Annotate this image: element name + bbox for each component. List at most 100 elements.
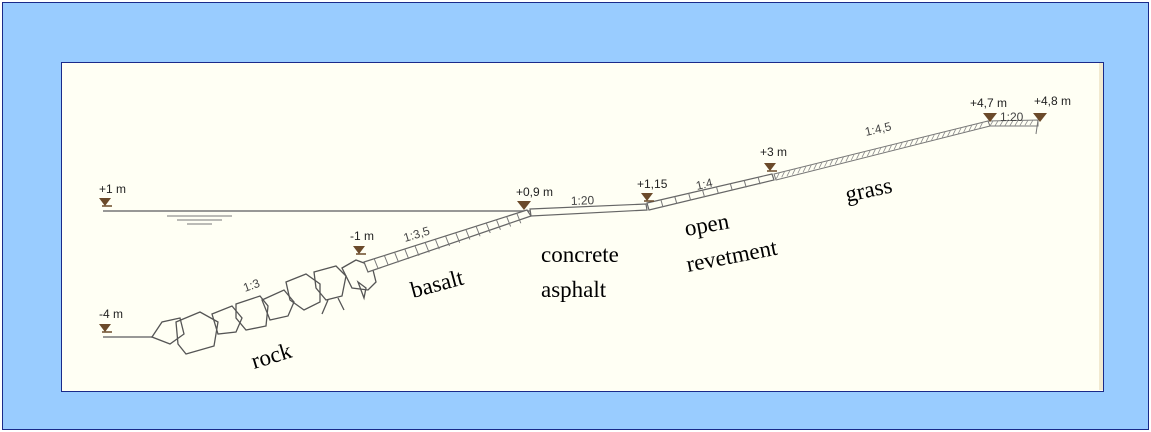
hatch-line: [506, 216, 512, 227]
hatch-line: [888, 144, 893, 152]
hatch-line: [786, 169, 791, 177]
hatch-line: [909, 139, 914, 146]
marker-plus3: [764, 163, 776, 171]
hatch-line: [899, 142, 903, 149]
hatch-line: [729, 183, 733, 191]
hatch-line: [999, 120, 1004, 126]
hatch-line: [674, 196, 678, 204]
level-label-plus3: +3 m: [760, 145, 787, 159]
hatch-line: [1019, 120, 1024, 126]
material-label-grass: grass: [843, 173, 894, 207]
level-label-plus4-7: +4,7 m: [970, 96, 1007, 110]
material-label-asphalt: asphalt: [541, 277, 607, 302]
marker-minus4: [99, 324, 111, 332]
material-label-rock: rock: [248, 338, 295, 374]
hatch-line: [952, 128, 957, 136]
hatch-line: [715, 186, 719, 195]
hatch-line: [957, 127, 962, 134]
basalt-section: [363, 209, 532, 273]
slope-label-crest: 1:20: [1000, 110, 1024, 124]
hatch-line: [904, 140, 909, 148]
level-label-plus0-9: +0,9 m: [516, 185, 553, 199]
hatch-line: [915, 138, 919, 145]
hatch-line: [743, 180, 747, 188]
hatch-line: [893, 143, 898, 150]
hatch-line: [757, 177, 761, 185]
marker-plus4-8: [1033, 113, 1047, 122]
hatch-line: [688, 193, 692, 201]
hatch-line: [1014, 120, 1019, 126]
crest-section: [987, 119, 1039, 135]
panel-edge: [1099, 63, 1103, 390]
hatch-line: [797, 167, 802, 174]
hatch-line: [813, 163, 818, 170]
rock-section: [151, 259, 377, 355]
hatch-line: [920, 136, 925, 144]
hatch-line: [850, 153, 855, 161]
hatch-line: [861, 151, 866, 158]
hatch-line: [455, 232, 461, 243]
marker-plus1-15: [641, 193, 653, 201]
marker-plus0-9: [517, 201, 531, 210]
hatch-line: [968, 124, 973, 132]
hatch-line: [866, 149, 871, 157]
level-markers: [99, 113, 1047, 332]
hatch-line: [1029, 119, 1034, 126]
hatch-line: [495, 219, 501, 230]
material-label-revetment: revetment: [684, 235, 780, 277]
hatch-line: [947, 130, 951, 137]
slope-label-rock: 1:3: [241, 276, 262, 295]
hatch-line: [792, 168, 796, 175]
hatch-line: [802, 165, 807, 173]
hatch-line: [840, 156, 844, 163]
hatch-line: [465, 229, 471, 240]
hatch-line: [925, 135, 930, 142]
hatch-line: [877, 147, 882, 154]
hatch-line: [445, 235, 450, 247]
marker-plus4-7: [983, 113, 997, 122]
hatch-line: [963, 126, 967, 133]
hatch-line: [660, 199, 664, 207]
hatch-line: [404, 248, 410, 260]
level-label-plus1: +1 m: [99, 182, 126, 196]
hatch-line: [475, 226, 481, 237]
level-label-minus1: -1 m: [350, 229, 374, 243]
hatch-line: [936, 132, 941, 140]
hatch-line: [845, 155, 850, 162]
concrete-section: [529, 203, 648, 217]
hatch-line: [1004, 120, 1009, 126]
hatch-line: [808, 164, 812, 171]
marker-minus1: [353, 246, 365, 254]
slope-label-concrete: 1:20: [571, 193, 595, 208]
hatch-line: [829, 159, 834, 166]
material-label-open: open: [683, 208, 732, 240]
hatch-line: [1009, 120, 1014, 126]
hatch-line: [373, 258, 379, 269]
marker-plus1: [99, 198, 111, 206]
hatch-line: [781, 171, 786, 178]
material-label-concrete: concrete: [541, 242, 619, 267]
material-label-basalt: basalt: [408, 265, 467, 303]
water-level: [103, 210, 530, 225]
hatch-line: [834, 157, 839, 165]
hatch-line: [434, 239, 440, 250]
hatch-line: [989, 120, 994, 127]
hatch-line: [485, 222, 491, 234]
hatch-line: [414, 245, 420, 256]
hatch-line: [394, 252, 400, 263]
hatch-line: [702, 189, 706, 198]
hatch-line: [424, 242, 430, 253]
revetment-section: [646, 173, 775, 211]
hatch-line: [941, 131, 946, 138]
hatch-line: [824, 160, 828, 167]
level-label-plus1-15: +1,15: [637, 177, 668, 191]
level-label-minus4: -4 m: [99, 307, 123, 321]
hatch-line: [818, 161, 823, 169]
hatch-line: [994, 120, 999, 127]
level-label-plus4-8: +4,8 m: [1034, 94, 1071, 108]
hatch-line: [931, 134, 935, 141]
hatch-line: [973, 123, 978, 130]
hatch-line: [1024, 119, 1029, 126]
diagram-panel: [61, 62, 1104, 392]
